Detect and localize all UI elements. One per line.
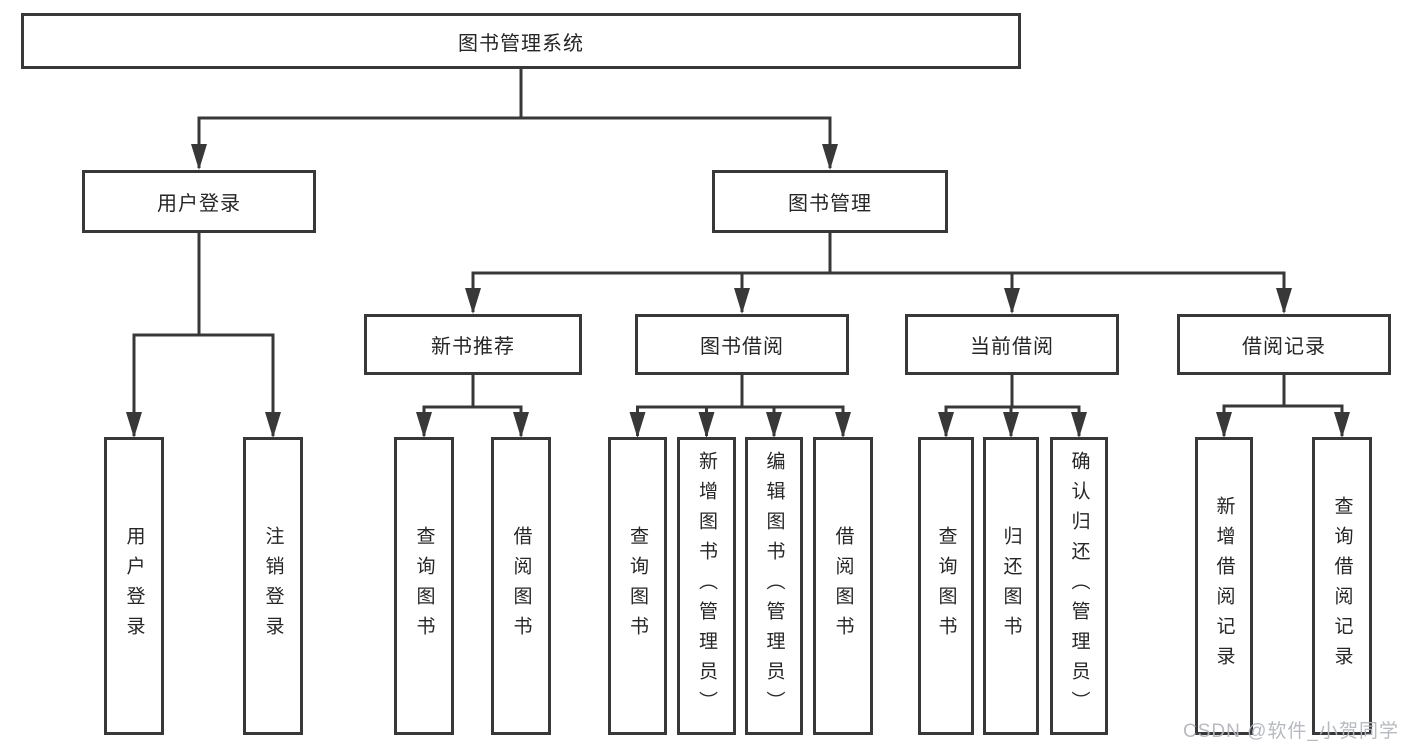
leaf-query-current-borrow-label: 查询图书 — [935, 526, 957, 646]
leaf-add-book-admin-label: 新增图书（管理员） — [696, 451, 717, 721]
leaf-logout-label: 注销登录 — [262, 526, 284, 646]
node-borrow-record: 借阅记录 — [1177, 314, 1391, 375]
leaf-return-book: 归还图书 — [983, 437, 1039, 735]
node-root-system-label: 图书管理系统 — [458, 32, 584, 55]
leaf-edit-book-admin-label: 编辑图书（管理员） — [763, 451, 785, 721]
leaf-borrow-book: 借阅图书 — [813, 437, 873, 735]
leaf-query-book-recommend-label: 查询图书 — [413, 526, 435, 646]
leaf-query-current-borrow: 查询图书 — [918, 437, 974, 735]
leaf-edit-book-admin: 编辑图书（管理员） — [745, 437, 803, 735]
leaf-user-login-label: 用户登录 — [123, 526, 145, 646]
node-user-login: 用户登录 — [82, 170, 316, 233]
node-root-system: 图书管理系统 — [21, 13, 1021, 69]
leaf-borrow-book-label: 借阅图书 — [832, 526, 854, 646]
node-borrow-record-label: 借阅记录 — [1242, 336, 1326, 358]
leaf-confirm-return-admin: 确认归还（管理员） — [1050, 437, 1108, 735]
leaf-add-book-admin: 新增图书（管理员） — [677, 437, 736, 735]
leaf-query-book-recommend: 查询图书 — [394, 437, 454, 735]
leaf-borrow-book-recommend: 借阅图书 — [491, 437, 551, 735]
leaf-query-borrow-record: 查询借阅记录 — [1312, 437, 1372, 735]
leaf-logout: 注销登录 — [243, 437, 303, 735]
node-book-management-label: 图书管理 — [788, 193, 872, 215]
leaf-query-book-label: 查询图书 — [627, 526, 648, 646]
node-new-book-recommend-label: 新书推荐 — [431, 336, 515, 358]
leaf-confirm-return-admin-label: 确认归还（管理员） — [1068, 451, 1090, 721]
node-current-borrow: 当前借阅 — [905, 314, 1119, 375]
node-current-borrow-label: 当前借阅 — [970, 336, 1054, 358]
node-user-login-label: 用户登录 — [157, 193, 241, 215]
leaf-borrow-book-recommend-label: 借阅图书 — [510, 526, 532, 646]
leaf-add-borrow-record: 新增借阅记录 — [1195, 437, 1253, 735]
leaf-query-book: 查询图书 — [608, 437, 667, 735]
leaf-query-borrow-record-label: 查询借阅记录 — [1331, 496, 1353, 676]
leaf-user-login: 用户登录 — [104, 437, 164, 735]
node-book-management: 图书管理 — [712, 170, 948, 233]
leaf-add-borrow-record-label: 新增借阅记录 — [1213, 496, 1235, 676]
node-book-borrow-label: 图书借阅 — [700, 336, 784, 358]
node-book-borrow: 图书借阅 — [635, 314, 849, 375]
node-new-book-recommend: 新书推荐 — [364, 314, 582, 375]
leaf-return-book-label: 归还图书 — [1000, 526, 1022, 646]
csdn-watermark: CSDN @软件_小贺同学 — [1183, 721, 1399, 742]
